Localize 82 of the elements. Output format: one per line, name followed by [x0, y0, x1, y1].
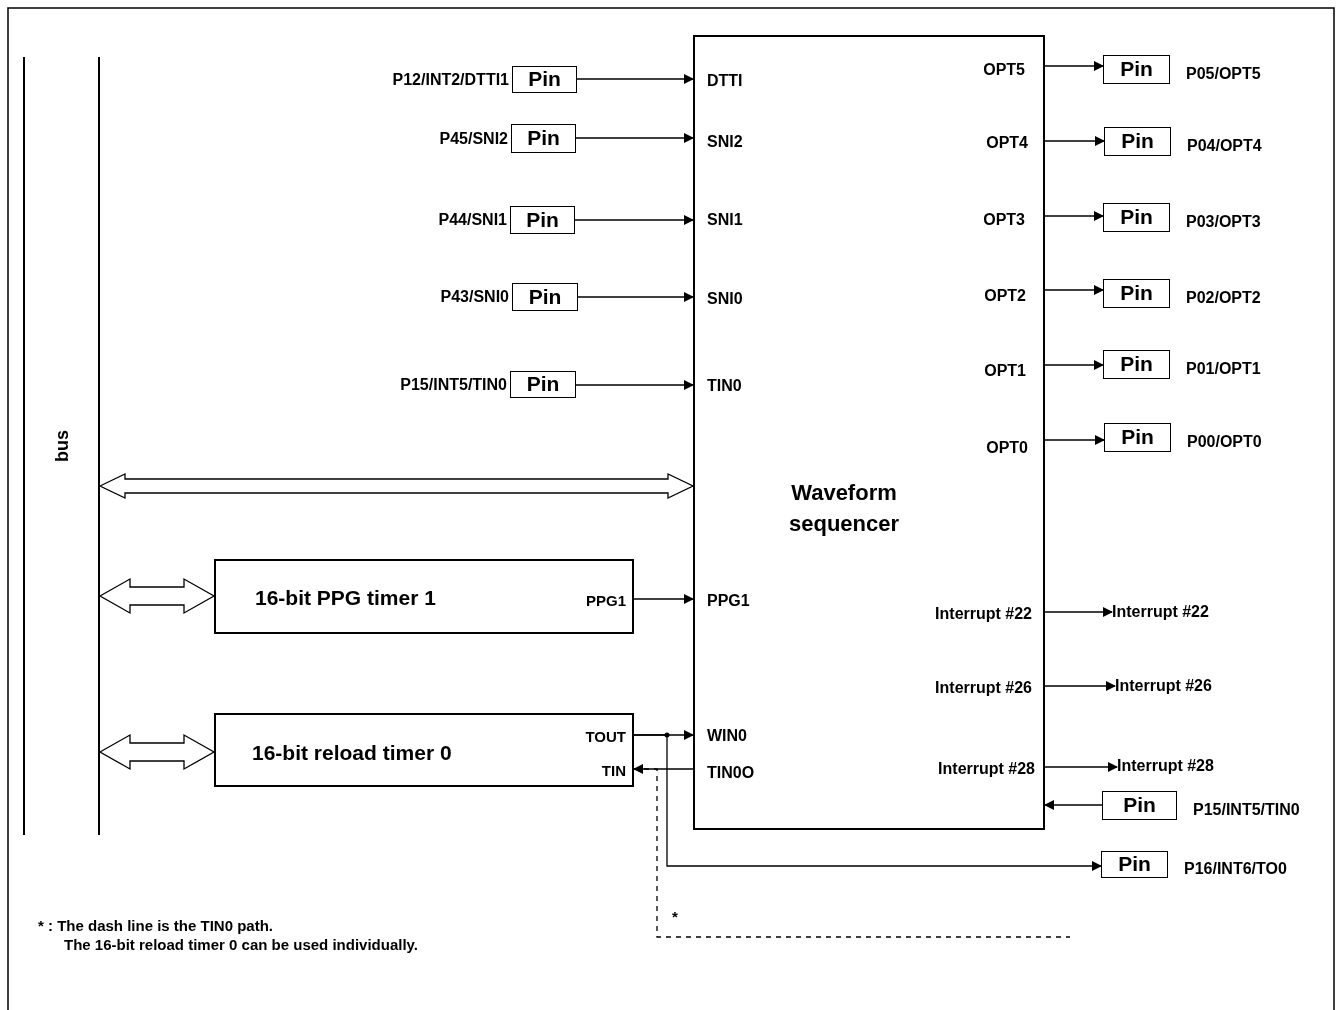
- block-title: Waveform sequencer: [787, 479, 901, 538]
- pin-box: Pin: [1104, 127, 1171, 156]
- pin-name: P00/OPT0: [1187, 432, 1262, 451]
- arrow: [1044, 61, 1104, 71]
- pin-name: P03/OPT3: [1186, 212, 1261, 231]
- bus-label: bus: [51, 430, 72, 462]
- pin-name: P01/OPT1: [1186, 359, 1261, 378]
- port-label: OPT3: [983, 211, 1025, 229]
- port-label: Interrupt #22: [935, 605, 1032, 623]
- pin-name: P15/INT5/TIN0: [1193, 800, 1300, 819]
- arrow: [577, 292, 694, 302]
- port-label: WIN0: [707, 727, 747, 745]
- arrow: [1044, 607, 1113, 617]
- port-label: OPT2: [984, 287, 1026, 305]
- pin-box: Pin: [510, 371, 576, 398]
- arrow: [1044, 681, 1116, 691]
- signal-label: Interrupt #28: [1117, 755, 1252, 777]
- arrow: [1044, 211, 1104, 221]
- pin-box: Pin: [1102, 791, 1177, 820]
- pin-name: P12/INT2/DTTI1: [392, 70, 509, 89]
- port-label: OPT4: [986, 134, 1028, 152]
- pin-box: Pin: [512, 66, 577, 93]
- pin-box: Pin: [1103, 279, 1170, 308]
- port-label: OPT1: [984, 362, 1026, 380]
- port-label: TIN0: [707, 377, 742, 395]
- arrow: [574, 215, 694, 225]
- arrow: [1044, 136, 1105, 146]
- pin-name: P45/SNI2: [439, 129, 508, 148]
- port-label: OPT5: [983, 61, 1025, 79]
- pin-name: P04/OPT4: [1187, 136, 1262, 155]
- block-title: 16-bit reload timer 0: [252, 740, 452, 766]
- pin-name: P43/SNI0: [440, 288, 509, 306]
- port-label: TIN: [601, 762, 626, 780]
- pin-name: P02/OPT2: [1186, 288, 1261, 307]
- port-label: Interrupt #28: [938, 760, 1035, 778]
- block-title: 16-bit PPG timer 1: [255, 585, 436, 611]
- pin-box: Pin: [1103, 55, 1170, 84]
- pin-name: P16/INT6/TO0: [1184, 859, 1287, 878]
- pin-box: Pin: [510, 206, 575, 234]
- port-label: TIN0O: [707, 764, 755, 782]
- port-label: SNI2: [707, 133, 743, 151]
- arrow: [633, 764, 694, 774]
- port-label: TOUT: [585, 728, 626, 746]
- timer-block: [214, 713, 634, 787]
- arrow: [575, 133, 694, 143]
- timer-block: [214, 559, 634, 634]
- port-label: PPG1: [585, 592, 626, 610]
- arrow: [1044, 285, 1104, 295]
- arrow: [575, 380, 694, 390]
- pin-name: P15/INT5/TIN0: [400, 375, 507, 394]
- footnote: The 16-bit reload timer 0 can be used individually.: [64, 936, 418, 954]
- pin-box: Pin: [512, 283, 578, 311]
- arrow: [633, 734, 1102, 871]
- port-label: SNI0: [707, 290, 743, 308]
- port-label: DTTI: [707, 72, 743, 90]
- dashed-line: [633, 768, 1071, 938]
- arrow: [1044, 762, 1118, 772]
- bus-arrow: [98, 733, 216, 771]
- sequencer-block: [693, 35, 1045, 830]
- bus-band: [23, 57, 100, 835]
- port-label: PPG1: [707, 592, 750, 610]
- pin-box: Pin: [511, 124, 576, 153]
- signal-label: Interrupt #22: [1112, 601, 1247, 623]
- arrow: [1044, 360, 1104, 370]
- arrow: [1044, 800, 1103, 810]
- port-label: SNI1: [707, 211, 743, 229]
- footnote: * : The dash line is the TIN0 path.: [38, 917, 274, 935]
- port-label: Interrupt #26: [935, 679, 1032, 697]
- pin-box: Pin: [1104, 423, 1171, 452]
- bus-arrow: [98, 472, 695, 500]
- pin-name: P44/SNI1: [438, 211, 507, 229]
- port-label: OPT0: [986, 439, 1028, 457]
- arrow: [1044, 435, 1105, 445]
- arrow: [576, 74, 694, 84]
- pin-box: Pin: [1103, 350, 1170, 379]
- bus-arrow: [98, 577, 216, 615]
- arrow: [633, 594, 694, 604]
- footnote-mark: *: [672, 908, 678, 926]
- pin-name: P05/OPT5: [1186, 64, 1261, 83]
- pin-box: Pin: [1103, 203, 1170, 232]
- pin-box: Pin: [1101, 851, 1168, 878]
- signal-label: Interrupt #26: [1115, 675, 1250, 697]
